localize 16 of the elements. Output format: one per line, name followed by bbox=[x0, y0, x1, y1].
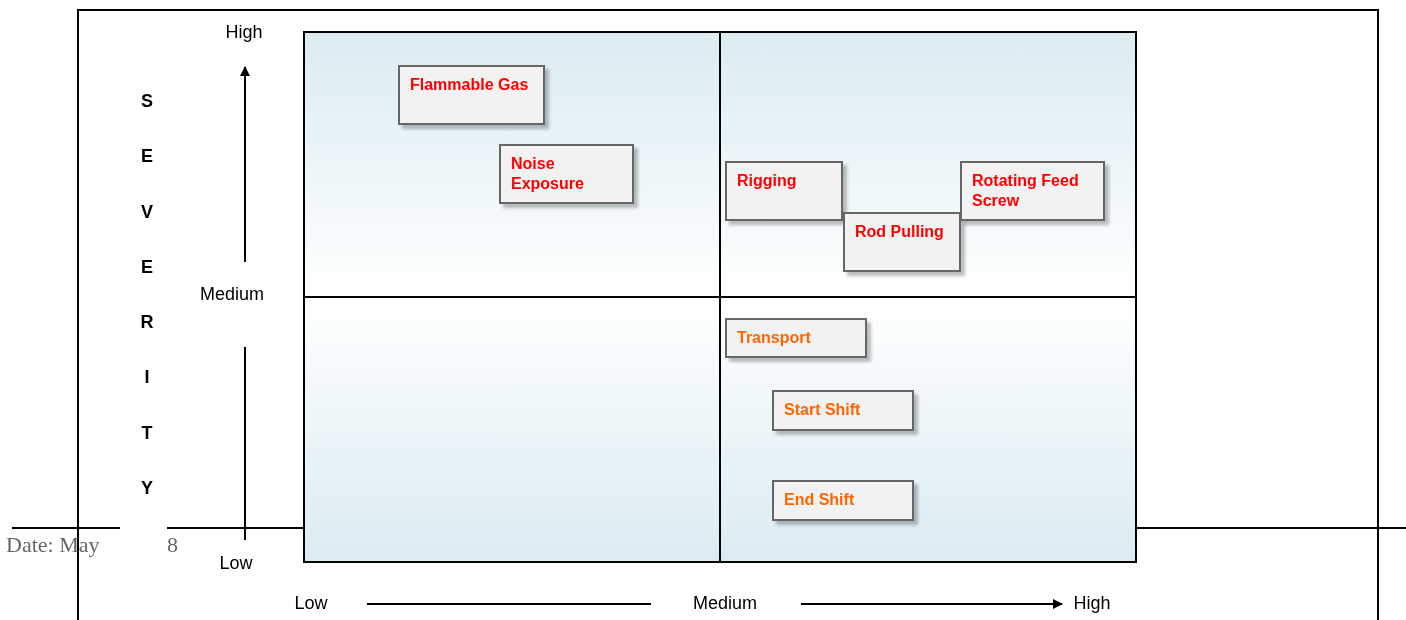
hazard-box: Transport bbox=[725, 318, 867, 358]
hazard-box: Rigging bbox=[725, 161, 843, 221]
hazard-box: Rotating Feed Screw bbox=[960, 161, 1105, 221]
date-text: 8 bbox=[167, 532, 178, 558]
hazard-box: Start Shift bbox=[772, 390, 914, 431]
hazard-box: Noise Exposure bbox=[499, 144, 634, 204]
axis-label: High bbox=[225, 22, 263, 43]
axis-label: Medium bbox=[200, 284, 264, 305]
hazard-box: Rod Pulling bbox=[843, 212, 961, 272]
axis-label: High bbox=[1073, 593, 1111, 614]
axis-title: S E V E R I T Y bbox=[139, 90, 155, 501]
axis-label: Low bbox=[219, 553, 253, 574]
hazard-box: Flammable Gas bbox=[398, 65, 545, 125]
axis-label: Low bbox=[294, 593, 328, 614]
hazard-box: End Shift bbox=[772, 480, 914, 521]
axis-label: Medium bbox=[693, 593, 757, 614]
